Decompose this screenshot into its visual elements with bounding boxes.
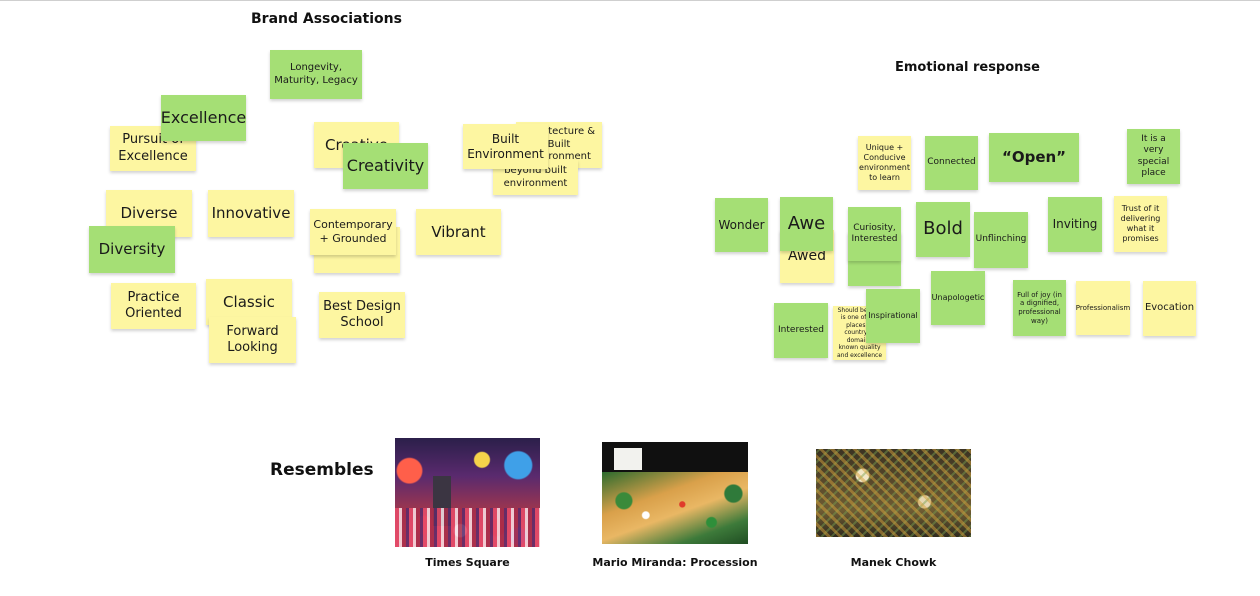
procession-image[interactable] [602,442,748,544]
procession-church [614,448,642,470]
sticky-note-practice-oriented[interactable]: Practice Oriented [111,283,196,329]
sticky-note-diversity[interactable]: Diversity [89,226,175,273]
sticky-note-evocation[interactable]: Evocation [1143,281,1196,336]
sticky-note-unapologetic[interactable]: Unapologetic [931,271,985,325]
emotional-response-heading: Emotional response [895,60,1040,75]
manek-chowk-caption: Manek Chowk [850,556,937,569]
sticky-note-inviting[interactable]: Inviting [1048,197,1102,252]
sticky-note-excellence[interactable]: Excellence [161,95,246,141]
sticky-note-trust[interactable]: Trust of it delivering what it promises [1114,196,1167,252]
sticky-note-inspirational[interactable]: Inspirational [866,289,920,343]
sticky-note-best-design-school[interactable]: Best Design School [319,292,405,338]
sticky-note-unique-conducive[interactable]: Unique + Conducive environment to learn [858,136,911,190]
sticky-note-open[interactable]: “Open” [989,133,1079,182]
sticky-note-curiosity-interested[interactable]: Curiosity, Interested [848,207,901,261]
sticky-note-connected[interactable]: Connected [925,136,978,190]
sticky-note-special-place[interactable]: It is a very special place [1127,129,1180,184]
sticky-note-bold[interactable]: Bold [916,202,970,257]
top-divider [0,0,1260,1]
times-square-caption: Times Square [425,556,510,569]
sticky-note-professionalism[interactable]: Professionalism [1076,281,1130,335]
resembles-heading: Resembles [270,460,374,480]
sticky-note-longevity[interactable]: Longevity, Maturity, Legacy [270,50,362,99]
sticky-note-vibrant[interactable]: Vibrant [416,209,501,255]
procession-path [602,472,748,544]
sticky-note-wonder[interactable]: Wonder [715,198,768,252]
sticky-note-contemporary-grounded[interactable]: Contemporary + Grounded [310,209,396,255]
sticky-note-awe[interactable]: Awe [780,197,833,251]
brand-associations-heading: Brand Associations [251,11,402,27]
sticky-note-full-of-joy[interactable]: Full of joy (in a dignified, professiona… [1013,280,1066,336]
manek-chowk-image[interactable] [816,449,971,537]
sticky-note-interested[interactable]: Interested [774,303,828,358]
sticky-note-creativity[interactable]: Creativity [343,143,428,189]
times-square-image[interactable] [395,438,540,547]
sticky-note-unflinching[interactable]: Unflinching [974,212,1028,268]
sticky-note-forward-looking[interactable]: Forward Looking [209,317,296,363]
times-square-crowd [395,508,540,547]
sticky-note-built-environment[interactable]: Built Environment [463,124,548,169]
procession-caption: Mario Miranda: Procession [592,556,758,569]
sticky-note-innovative[interactable]: Innovative [208,190,294,237]
